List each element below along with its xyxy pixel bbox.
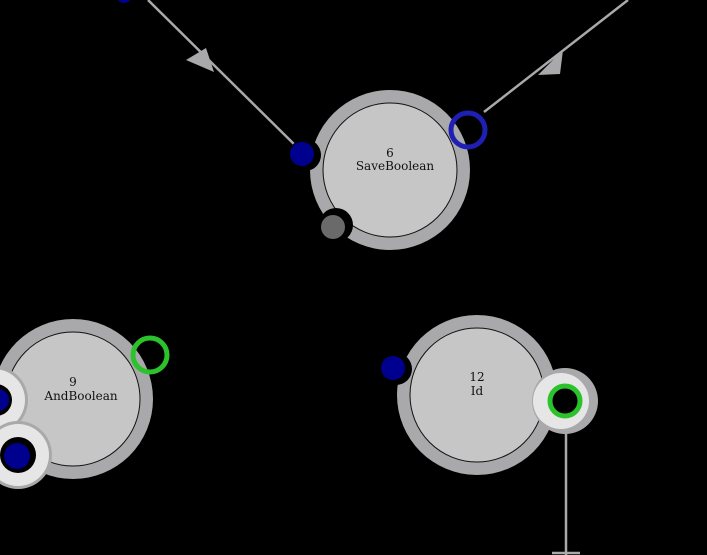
input-port-dot — [381, 356, 405, 380]
node-name: Id — [471, 384, 484, 398]
input-port-offscreen[interactable] — [116, 0, 132, 3]
node-12[interactable]: 12 Id — [380, 315, 598, 475]
node-9[interactable]: 9 AndBoolean — [0, 319, 170, 489]
input-port-dot — [0, 389, 9, 411]
edges — [147, 0, 629, 555]
output-port[interactable] — [448, 110, 488, 150]
selected-port-halo-inner — [0, 369, 25, 431]
input-port-dot — [4, 443, 30, 469]
output-port[interactable] — [547, 383, 583, 419]
node-id: 9 — [69, 375, 77, 389]
edge-arrow-icon — [538, 50, 563, 75]
node-id: 12 — [469, 370, 484, 384]
node-id: 6 — [386, 146, 394, 160]
edge-into-node-6[interactable] — [147, 0, 301, 151]
control-port-dot — [321, 215, 345, 239]
node-6[interactable]: 6 SaveBoolean — [289, 90, 488, 250]
node-name: AndBoolean — [43, 389, 117, 403]
edge-out-of-node-6[interactable] — [483, 0, 629, 113]
node-body — [322, 102, 458, 238]
input-port-dot — [290, 142, 314, 166]
output-port[interactable] — [130, 335, 170, 375]
node-name: SaveBoolean — [356, 159, 435, 173]
edge-arrow-icon — [186, 48, 214, 72]
